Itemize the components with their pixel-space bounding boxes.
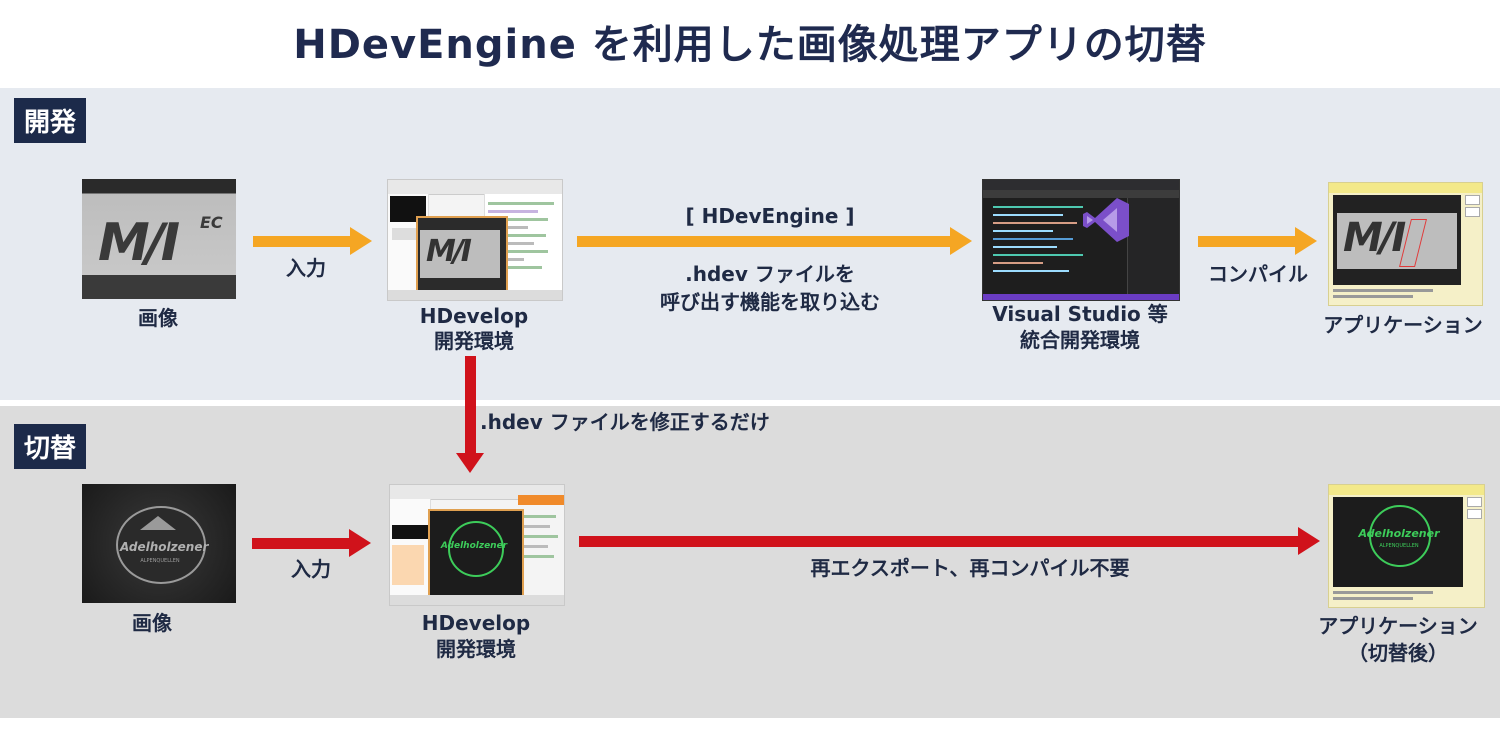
dev-hdevelop-label-2: 開発環境 <box>434 329 514 353</box>
arrow-image-to-hdevelop <box>253 227 372 255</box>
ide-label-1: Visual Studio 等 <box>992 302 1168 326</box>
application-badge-subtext: ALPENQUELLEN <box>1379 543 1419 549</box>
ide-label-2: 統合開発環境 <box>1020 328 1140 352</box>
application-badge-text: Adelholzener <box>1358 527 1440 540</box>
switched-image-thumbnail: Adelholzener ALPENQUELLEN <box>82 484 236 603</box>
arrow-edit-hdev-down <box>456 356 484 473</box>
section-label-development: 開発 <box>14 98 87 143</box>
dev-input-label: 入力 <box>286 256 326 280</box>
dev-hdevelop-label-1: HDevelop <box>419 304 529 328</box>
edit-hdev-only-label: .hdev ファイルを修正するだけ <box>480 410 770 434</box>
hdevelop-screenshot-thumbnail: M/I <box>387 179 563 301</box>
compile-label: コンパイル <box>1208 262 1308 286</box>
application-window-thumbnail: M/I <box>1328 182 1483 306</box>
switch-hdevelop-label-2: 開発環境 <box>436 637 516 661</box>
hdevelop-logo-text: M/I <box>426 234 472 269</box>
badge-subtext: ALPENQUELLEN <box>140 558 180 564</box>
switch-application-label-1: アプリケーション <box>1318 614 1478 638</box>
switch-image-label: 画像 <box>132 611 172 635</box>
switched-application-window-thumbnail: Adelholzener ALPENQUELLEN <box>1328 484 1485 608</box>
switch-band <box>0 406 1500 718</box>
switch-input-label: 入力 <box>291 557 331 581</box>
dev-application-label: アプリケーション <box>1323 313 1483 337</box>
arrow-hdevelop-to-switched-application <box>579 527 1320 555</box>
section-label-switch: 切替 <box>14 424 87 469</box>
mvtec-logo-text: M/I <box>98 213 180 273</box>
dev-image-label: 画像 <box>138 306 178 330</box>
hdevelop-switched-screenshot-thumbnail: Adelholzener <box>389 484 565 606</box>
load-hdev-label-2: 呼び出す機能を取り込む <box>660 290 880 314</box>
hdevelop-badge-text: Adelholzener <box>440 541 508 551</box>
arrow-hdevelop-to-ide <box>577 227 972 255</box>
visual-studio-icon <box>1083 198 1129 242</box>
switch-application-label-2: （切替後） <box>1348 641 1448 665</box>
page-title: HDevEngine を利用した画像処理アプリの切替 <box>293 22 1207 68</box>
visual-studio-screenshot-thumbnail <box>982 179 1180 301</box>
source-image-thumbnail: M/I EC <box>82 179 236 299</box>
arrow-ide-to-application <box>1198 227 1317 255</box>
mvtec-logo-sup: EC <box>200 213 223 232</box>
badge-text: Adelholzener <box>120 540 209 554</box>
arrow-switched-image-to-hdevelop <box>252 529 371 557</box>
load-hdev-label-1: .hdev ファイルを <box>685 262 855 286</box>
application-logo-text: M/I <box>1343 215 1406 261</box>
hdevengine-label: [ HDevEngine ] <box>685 204 855 228</box>
switch-hdevelop-label-1: HDevelop <box>421 611 531 635</box>
no-recompile-label: 再エクスポート、再コンパイル不要 <box>810 556 1130 580</box>
